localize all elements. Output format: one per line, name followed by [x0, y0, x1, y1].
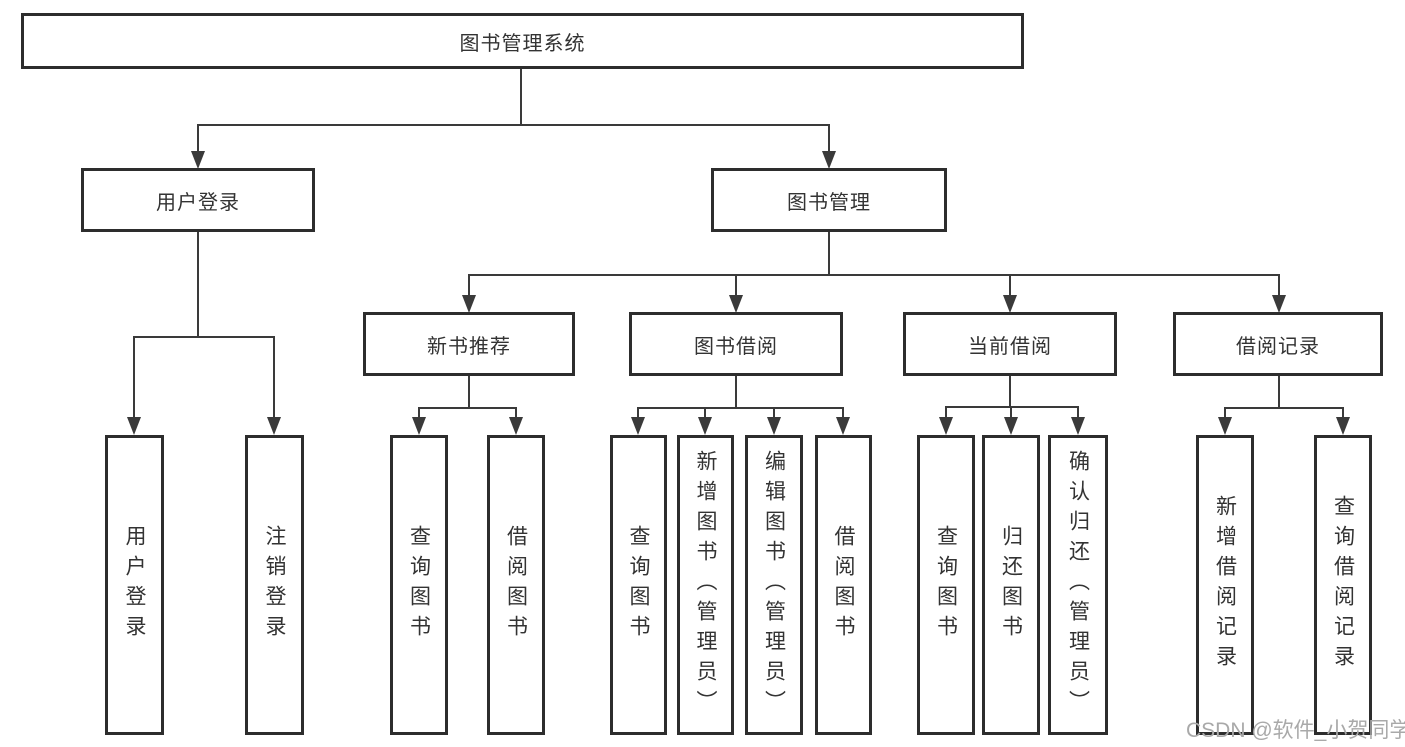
connector-newbook-rail — [418, 407, 517, 409]
arrow-down-icon — [1218, 417, 1232, 435]
connector-currentborrow-rail — [945, 406, 1079, 408]
arrow-down-icon — [939, 417, 953, 435]
leaf-cb-confirm-return-admin: 确认归还（管理员） — [1048, 435, 1108, 735]
leaf-bb-borrow-books: 借阅图书 — [815, 435, 872, 735]
connector-currentborrow-drop — [1077, 406, 1079, 419]
arrow-down-icon — [462, 295, 476, 313]
connector-newbook-stem — [468, 376, 470, 408]
connector-bookmgmt-stem — [828, 232, 830, 275]
connector-currentborrow-stem — [1009, 376, 1011, 407]
arrow-down-icon — [127, 417, 141, 435]
arrow-down-icon — [1071, 417, 1085, 435]
leaf-br-add-record: 新增借阅记录 — [1196, 435, 1254, 735]
node-book-management: 图书管理 — [711, 168, 947, 232]
leaf-nb-query-books: 查询图书 — [390, 435, 448, 735]
connector-userlogin-drop — [133, 336, 135, 419]
connector-currentborrow-drop — [1010, 406, 1012, 419]
leaf-br-query-record: 查询借阅记录 — [1314, 435, 1372, 735]
connector-bookborrow-stem — [735, 376, 737, 408]
connector-records-drop — [1224, 407, 1226, 419]
connector-root-drop-left — [197, 124, 199, 153]
arrow-down-icon — [836, 417, 850, 435]
connector-records-drop — [1342, 407, 1344, 419]
arrow-down-icon — [1336, 417, 1350, 435]
connector-newbook-drop — [418, 407, 420, 419]
connector-records-stem — [1278, 376, 1280, 408]
leaf-bb-add-books-admin: 新增图书（管理员） — [677, 435, 734, 735]
connector-bookborrow-drop — [637, 407, 639, 419]
connector-bookborrow-drop — [773, 407, 775, 419]
connector-bookmgmt-drop — [735, 274, 737, 297]
connector-bookborrow-drop — [704, 407, 706, 419]
csdn-watermark: CSDN @软件_小贺同学 — [1186, 719, 1405, 742]
node-new-book-recommend: 新书推荐 — [363, 312, 575, 376]
connector-bookmgmt-drop — [1278, 274, 1280, 297]
connector-records-rail — [1224, 407, 1344, 409]
node-book-borrowing: 图书借阅 — [629, 312, 843, 376]
connector-userlogin-stem — [197, 232, 199, 337]
connector-bookmgmt-drop — [1009, 274, 1011, 297]
connector-bookmgmt-rail — [468, 274, 1280, 276]
arrow-down-icon — [1003, 295, 1017, 313]
connector-root-rail — [197, 124, 830, 126]
connector-userlogin-rail — [133, 336, 275, 338]
connector-bookborrow-rail — [637, 407, 843, 409]
node-root: 图书管理系统 — [21, 13, 1024, 69]
connector-userlogin-drop — [273, 336, 275, 419]
leaf-user-login: 用户登录 — [105, 435, 164, 735]
arrow-down-icon — [412, 417, 426, 435]
leaf-cb-query-books: 查询图书 — [917, 435, 975, 735]
connector-bookmgmt-drop — [468, 274, 470, 297]
arrow-down-icon — [631, 417, 645, 435]
arrow-down-icon — [191, 151, 205, 169]
connector-root-stem — [520, 69, 522, 125]
leaf-bb-query-books: 查询图书 — [610, 435, 667, 735]
leaf-nb-borrow-books: 借阅图书 — [487, 435, 545, 735]
leaf-bb-edit-books-admin: 编辑图书（管理员） — [745, 435, 803, 735]
connector-newbook-drop — [515, 407, 517, 419]
node-borrow-records: 借阅记录 — [1173, 312, 1383, 376]
arrow-down-icon — [729, 295, 743, 313]
arrow-down-icon — [1004, 417, 1018, 435]
arrow-down-icon — [822, 151, 836, 169]
arrow-down-icon — [767, 417, 781, 435]
connector-bookborrow-drop — [842, 407, 844, 419]
node-user-login: 用户登录 — [81, 168, 315, 232]
node-current-borrowing: 当前借阅 — [903, 312, 1117, 376]
arrow-down-icon — [1272, 295, 1286, 313]
connector-currentborrow-drop — [945, 406, 947, 419]
arrow-down-icon — [267, 417, 281, 435]
arrow-down-icon — [509, 417, 523, 435]
arrow-down-icon — [698, 417, 712, 435]
connector-root-drop-right — [828, 124, 830, 153]
leaf-logout: 注销登录 — [245, 435, 304, 735]
leaf-cb-return-books: 归还图书 — [982, 435, 1040, 735]
